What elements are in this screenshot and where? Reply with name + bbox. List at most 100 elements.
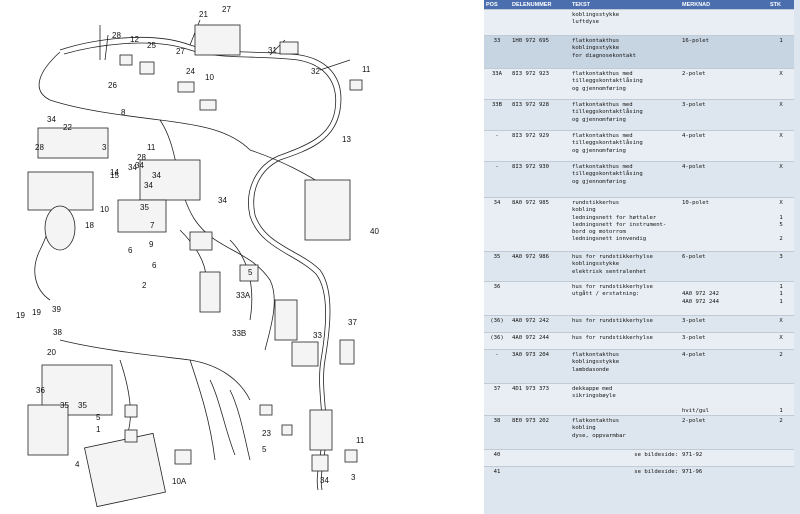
- cell-text: se bildeside:: [570, 466, 680, 484]
- callout-12[interactable]: 12: [130, 35, 139, 44]
- callout-10A[interactable]: 10A: [172, 477, 187, 486]
- callout-19[interactable]: 19: [32, 308, 41, 317]
- callout-3[interactable]: 3: [102, 143, 107, 152]
- callout-38[interactable]: 38: [53, 328, 62, 337]
- cell-note: 6-polet: [680, 251, 768, 282]
- callout-36[interactable]: 36: [36, 386, 45, 395]
- cell-qty: 1: [768, 35, 794, 69]
- table-row[interactable]: koblingsstykke luftdyse: [484, 9, 794, 36]
- callout-1[interactable]: 1: [96, 425, 101, 434]
- callout-11[interactable]: 11: [362, 65, 371, 74]
- cell-note: 971-92: [680, 449, 768, 467]
- callout-28[interactable]: 28: [137, 153, 146, 162]
- callout-20[interactable]: 20: [47, 348, 56, 357]
- cell-note: 10-polet: [680, 197, 768, 252]
- cell-pos: (36): [484, 332, 510, 350]
- cell-pos: 33: [484, 35, 510, 69]
- header-text: TEKST: [570, 0, 680, 10]
- callout-34[interactable]: 34: [47, 115, 56, 124]
- callout-10[interactable]: 10: [100, 205, 109, 214]
- callout-25[interactable]: 25: [147, 41, 156, 50]
- callout-3[interactable]: 3: [351, 473, 356, 482]
- callout-37[interactable]: 37: [348, 318, 357, 327]
- cell-qty: X 1 5 2: [768, 197, 794, 252]
- callout-23[interactable]: 23: [262, 429, 271, 438]
- connector-24: [177, 81, 195, 93]
- callout-22[interactable]: 22: [63, 123, 72, 132]
- cell-partnumber: 8I3 972 928: [510, 99, 570, 131]
- callout-18[interactable]: 18: [85, 221, 94, 230]
- control-unit-bracket: [304, 179, 351, 241]
- callout-5[interactable]: 5: [96, 413, 101, 422]
- callout-33B[interactable]: 33B: [232, 329, 246, 338]
- callout-8[interactable]: 8: [121, 108, 126, 117]
- callout-2[interactable]: 2: [142, 281, 147, 290]
- cell-partnumber: 1H0 972 695: [510, 35, 570, 69]
- diagnostic-connector: [291, 341, 319, 367]
- callout-6[interactable]: 6: [128, 246, 133, 255]
- callout-21[interactable]: 21: [199, 10, 208, 19]
- callout-14[interactable]: 14: [110, 168, 119, 177]
- cell-text: koblingsstykke luftdyse: [570, 9, 680, 36]
- callout-10[interactable]: 10: [205, 73, 214, 82]
- cell-pos: 33B: [484, 99, 510, 131]
- callout-35[interactable]: 35: [140, 203, 149, 212]
- callout-19[interactable]: 19: [16, 311, 25, 320]
- cell-pos: -: [484, 161, 510, 198]
- cell-text: flatkontakthus koblingsstykke lambdasond…: [570, 349, 680, 384]
- callout-15[interactable]: 15: [110, 171, 119, 180]
- callout-34[interactable]: 34: [135, 161, 144, 170]
- callout-7[interactable]: 7: [150, 221, 155, 230]
- callout-27[interactable]: 27: [176, 47, 185, 56]
- callout-26[interactable]: 26: [108, 81, 117, 90]
- connector-25: [139, 61, 155, 75]
- callout-28[interactable]: 28: [112, 31, 121, 40]
- callout-39[interactable]: 39: [52, 305, 61, 314]
- cell-partnumber: 8I3 972 923: [510, 68, 570, 100]
- callout-34[interactable]: 34: [218, 196, 227, 205]
- cell-pos: 38: [484, 415, 510, 450]
- callout-34[interactable]: 34: [144, 181, 153, 190]
- callout-32[interactable]: 32: [311, 67, 320, 76]
- central-electrics: [27, 404, 69, 456]
- callout-5[interactable]: 5: [248, 268, 253, 277]
- callout-6[interactable]: 6: [152, 261, 157, 270]
- callout-35[interactable]: 35: [60, 401, 69, 410]
- callout-33A[interactable]: 33A: [236, 291, 251, 300]
- callout-34[interactable]: 34: [320, 476, 329, 485]
- callout-5[interactable]: 5: [262, 445, 267, 454]
- callout-9[interactable]: 9: [149, 240, 154, 249]
- callout-34[interactable]: 34: [128, 163, 137, 172]
- callout-31[interactable]: 31: [268, 46, 277, 55]
- callout-4[interactable]: 4: [75, 460, 80, 469]
- callout-11[interactable]: 11: [147, 143, 156, 152]
- cell-note: [680, 9, 768, 36]
- callout-40[interactable]: 40: [370, 227, 379, 236]
- callout-24[interactable]: 24: [186, 67, 195, 76]
- callout-27[interactable]: 27: [222, 5, 231, 14]
- callout-11[interactable]: 11: [356, 436, 365, 445]
- callout-33[interactable]: 33: [313, 331, 322, 340]
- callout-28[interactable]: 28: [35, 143, 44, 152]
- callout-35[interactable]: 35: [78, 401, 87, 410]
- cell-partnumber: 8I3 972 930: [510, 161, 570, 198]
- callout-34[interactable]: 34: [152, 171, 161, 180]
- callout-13[interactable]: 13: [342, 135, 351, 144]
- cell-text: dekkappe med sikringsbøyle: [570, 382, 680, 416]
- cell-text: flatkontakthus med tilleggskontaktlåsing…: [570, 99, 680, 131]
